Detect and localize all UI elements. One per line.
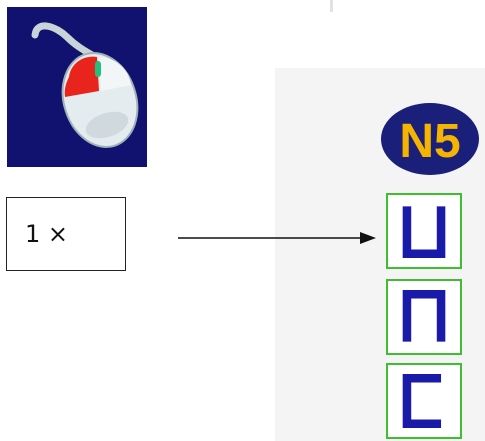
- n5-badge: N5: [381, 103, 479, 175]
- mouse-left-click-icon: [7, 7, 147, 167]
- c-bracket-shape-icon: [402, 374, 442, 428]
- badge-text: N5: [399, 115, 460, 168]
- u-shape-icon: [402, 206, 446, 258]
- click-count-box: 1 ×: [6, 197, 126, 271]
- inverted-u-shape-icon: [402, 290, 446, 342]
- divider-line: [330, 0, 333, 12]
- mouse-image: [7, 7, 147, 167]
- symbol-box-u: [386, 193, 462, 269]
- click-count-label: 1 ×: [25, 220, 69, 248]
- arrow-right-icon: [178, 232, 376, 244]
- symbol-box-inverted-u: [386, 279, 462, 355]
- symbol-box-c: [386, 363, 462, 439]
